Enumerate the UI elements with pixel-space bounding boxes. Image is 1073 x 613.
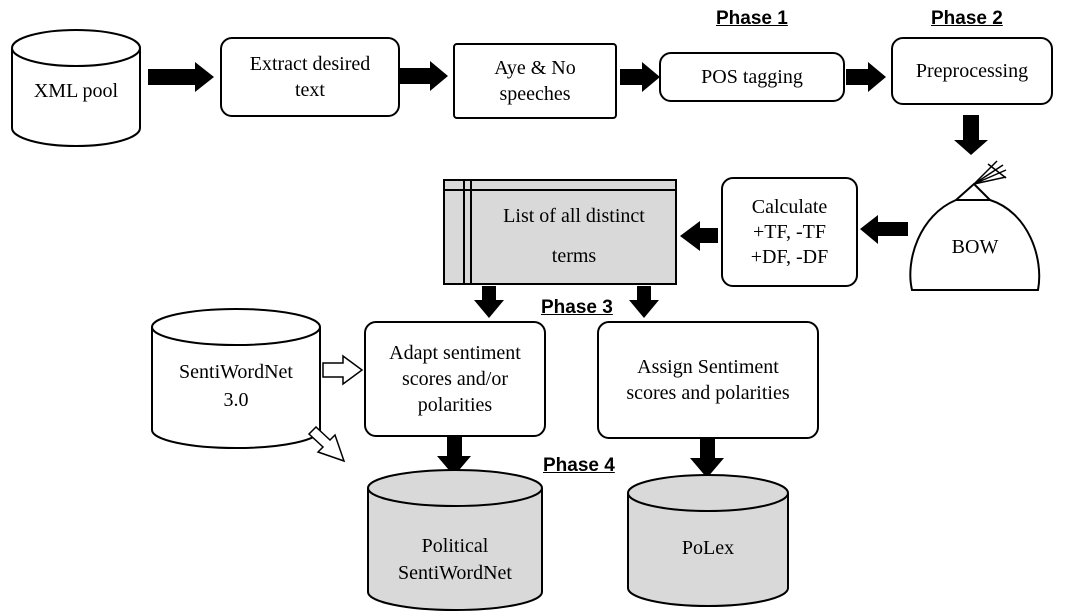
arrow-pos-to-preprocessing bbox=[846, 62, 886, 92]
phase-3-label: Phase 3 bbox=[541, 297, 613, 318]
polex-label: PoLex bbox=[681, 537, 735, 559]
political-sentiwordnet-label: Political SentiWordNet bbox=[368, 532, 542, 588]
assign-sentiment-box: Assign Sentiment scores and polarities bbox=[597, 321, 819, 439]
political-sentiwordnet-cylinder bbox=[367, 469, 543, 611]
bow-label: BOW bbox=[951, 236, 999, 258]
hollow-arrow-diagonal bbox=[307, 425, 346, 463]
arrow-preprocessing-to-bow bbox=[954, 115, 988, 155]
pos-tagging-box: POS tagging bbox=[659, 52, 845, 102]
phase-2-label: Phase 2 bbox=[931, 8, 1003, 29]
sentiwordnet-cylinder bbox=[151, 308, 321, 449]
arrow-xml-to-extract bbox=[148, 62, 214, 92]
arrow-terms-to-assign bbox=[629, 286, 659, 318]
terms-list-line-1: List of all distinct bbox=[503, 205, 645, 227]
political-line-2: SentiWordNet bbox=[398, 562, 512, 584]
arrow-extract-to-aye bbox=[400, 61, 448, 91]
phase-1-label: Phase 1 bbox=[716, 8, 788, 29]
political-line-1: Political bbox=[421, 535, 489, 557]
calculate-line-2: +TF, -TF bbox=[752, 220, 827, 243]
arrow-calculate-to-terms bbox=[680, 221, 718, 251]
extract-text-box: Extract desired text bbox=[220, 37, 400, 117]
aye-no-speeches-box: Aye & No speeches bbox=[453, 43, 617, 119]
calculate-box: Calculate +TF, -TF +DF, -DF bbox=[721, 177, 858, 287]
hollow-arrow-to-adapt bbox=[322, 354, 364, 386]
xml-pool-cylinder bbox=[11, 29, 141, 147]
arrow-terms-to-adapt bbox=[474, 286, 504, 318]
calculate-line-3: +DF, -DF bbox=[750, 245, 829, 268]
sentiwordnet-line-2: 3.0 bbox=[223, 389, 249, 411]
phase-4-label: Phase 4 bbox=[543, 455, 615, 476]
terms-list-line-2: terms bbox=[551, 245, 597, 267]
xml-pool-label: XML pool bbox=[33, 80, 119, 102]
arrow-aye-to-pos bbox=[620, 62, 660, 92]
adapt-sentiment-box: Adapt sentiment scores and/or polarities bbox=[364, 321, 546, 437]
arrow-bow-to-calculate bbox=[860, 215, 908, 244]
sentiwordnet-line-1: SentiWordNet bbox=[179, 361, 293, 383]
terms-list-table bbox=[443, 179, 677, 285]
bow-bag bbox=[909, 160, 1041, 291]
preprocessing-box: Preprocessing bbox=[891, 37, 1053, 105]
polex-cylinder bbox=[627, 474, 789, 607]
calculate-line-1: Calculate bbox=[751, 195, 828, 218]
arrow-adapt-to-political bbox=[437, 436, 471, 476]
arrow-assign-to-polex bbox=[690, 439, 724, 478]
sentiwordnet-label: SentiWordNet 3.0 bbox=[152, 356, 320, 416]
